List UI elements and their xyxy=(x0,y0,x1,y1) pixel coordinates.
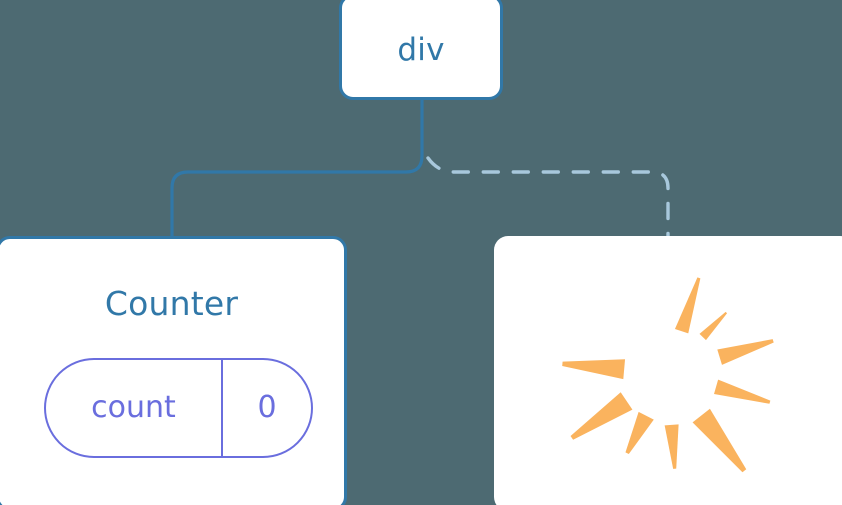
burst-ray-1 xyxy=(674,277,701,334)
connector-div-to-burst xyxy=(426,156,670,242)
burst-ray-3 xyxy=(717,339,774,365)
div-node[interactable]: div xyxy=(339,0,503,100)
state-key-label: count xyxy=(46,360,223,456)
burst-ray-4 xyxy=(714,379,771,404)
burst-ray-6 xyxy=(664,424,679,469)
burst-ray-8 xyxy=(570,392,633,440)
div-node-title: div xyxy=(397,31,445,68)
state-value-label: 0 xyxy=(257,390,277,425)
burst-ray-9 xyxy=(562,359,626,380)
counter-node-title: Counter xyxy=(104,284,239,323)
burst-ray-7 xyxy=(625,411,654,455)
burst-ray-5 xyxy=(692,408,747,473)
counter-node[interactable]: Counter count 0 xyxy=(0,236,347,505)
connector-div-to-counter xyxy=(170,98,424,242)
burst-node[interactable] xyxy=(494,236,842,505)
counter-state-pill[interactable]: count 0 xyxy=(44,358,313,458)
burst-ray-2 xyxy=(699,311,728,341)
sparkle-burst-icon xyxy=(562,277,774,473)
